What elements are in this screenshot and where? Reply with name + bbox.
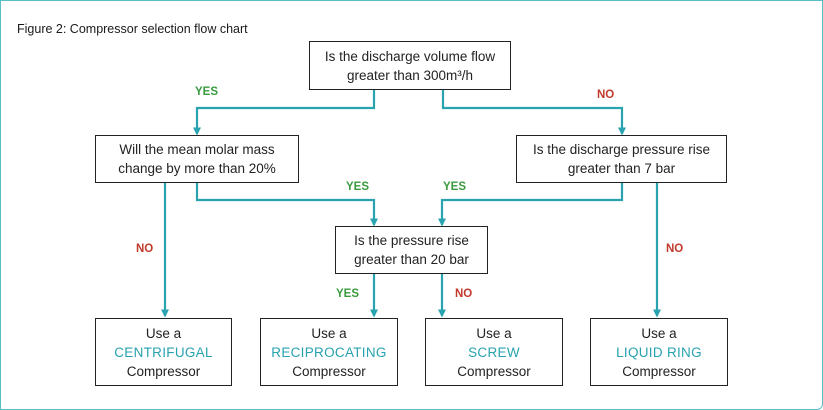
decision-volume-flow: Is the discharge volume flow greater tha… [309, 41, 511, 90]
decision-pressure-7bar: Is the discharge pressure rise greater t… [516, 135, 727, 183]
decision-pressure-20bar: Is the pressure rise greater than 20 bar [335, 226, 488, 274]
result-liquid-ring: Use a LIQUID RING Compressor [590, 318, 728, 386]
result-screw: Use a SCREW Compressor [425, 318, 563, 386]
result-centrifugal-type: CENTRIFUGAL [114, 344, 213, 360]
decision-pressure-20bar-line1: Is the pressure rise [354, 233, 469, 248]
decision-volume-flow-line2: greater than 300m³/h [346, 67, 474, 83]
decision-pressure-20bar-line2: greater than 20 bar [354, 252, 469, 267]
decision-pressure-7bar-line1: Is the discharge pressure rise [532, 142, 711, 157]
result-centrifugal: Use a CENTRIFUGAL Compressor [95, 318, 232, 386]
decision-molar-mass-line2: change by more than 20% [118, 161, 276, 176]
result-reciprocating-suffix: Compressor [292, 363, 366, 379]
result-liquid-ring-type: LIQUID RING [616, 344, 702, 360]
arrow-volume-no [441, 90, 626, 136]
decision-volume-flow-line1: Is the discharge volume flow [324, 48, 496, 64]
decision-molar-mass: Will the mean molar mass change by more … [95, 135, 299, 183]
arrow-volume-yes [193, 90, 376, 136]
label-pressure7-no: NO [666, 243, 684, 255]
label-volume-no: NO [597, 89, 615, 101]
result-liquid-ring-prefix: Use a [641, 325, 677, 341]
label-pressure20-no: NO [455, 288, 473, 300]
result-screw-suffix: Compressor [457, 363, 531, 379]
decision-pressure-7bar-line2: greater than 7 bar [567, 161, 676, 176]
arrow-molar-yes [195, 183, 378, 227]
result-liquid-ring-suffix: Compressor [622, 363, 696, 379]
result-centrifugal-suffix: Compressor [126, 363, 201, 379]
result-screw-prefix: Use a [476, 325, 512, 341]
result-screw-type: SCREW [468, 344, 520, 360]
figure-title: Figure 2: Compressor selection flow char… [17, 22, 248, 36]
result-reciprocating-prefix: Use a [311, 325, 347, 341]
label-pressure7-yes: YES [443, 181, 467, 193]
label-molar-no: NO [136, 243, 154, 255]
result-reciprocating-type: RECIPROCATING [271, 344, 387, 360]
label-volume-yes: YES [195, 86, 219, 98]
label-molar-yes: YES [346, 181, 370, 193]
result-reciprocating: Use a RECIPROCATING Compressor [260, 318, 398, 386]
decision-molar-mass-line1: Will the mean molar mass [119, 142, 275, 157]
result-centrifugal-prefix: Use a [145, 325, 182, 341]
label-pressure20-yes: YES [336, 288, 360, 300]
arrow-pressure7-yes [438, 183, 624, 227]
